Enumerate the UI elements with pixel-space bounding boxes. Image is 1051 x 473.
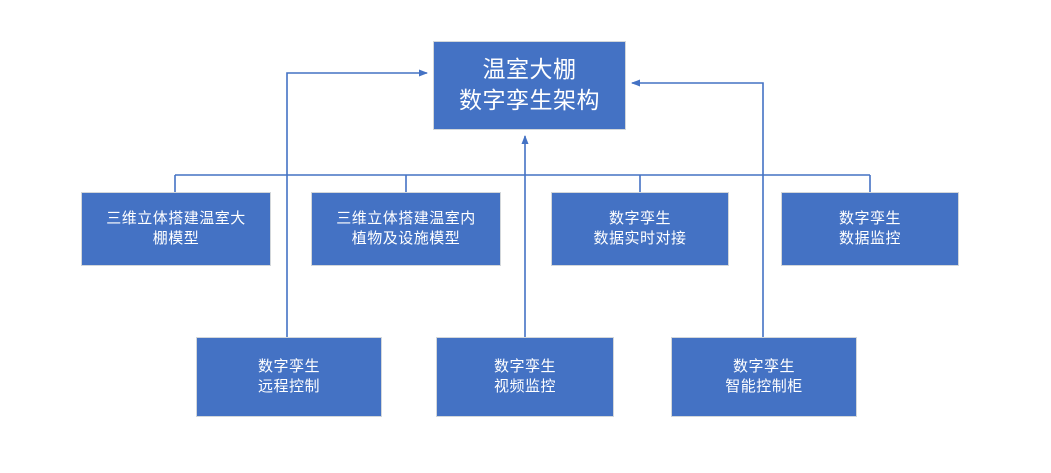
node-data-monitoring[interactable]: 数字孪生 数据监控: [781, 192, 959, 266]
node-realtime-data[interactable]: 数字孪生 数据实时对接: [551, 192, 729, 266]
node-greenhouse-model[interactable]: 三维立体搭建温室大 棚模型: [81, 192, 271, 266]
node-video-monitoring[interactable]: 数字孪生 视频监控: [436, 337, 614, 417]
node-remote-control[interactable]: 数字孪生 远程控制: [196, 337, 382, 417]
node-plant-facility-model[interactable]: 三维立体搭建温室内 植物及设施模型: [311, 192, 501, 266]
node-smart-control-cabinet[interactable]: 数字孪生 智能控制柜: [671, 337, 857, 417]
node-root-architecture[interactable]: 温室大棚 数字孪生架构: [433, 41, 626, 130]
